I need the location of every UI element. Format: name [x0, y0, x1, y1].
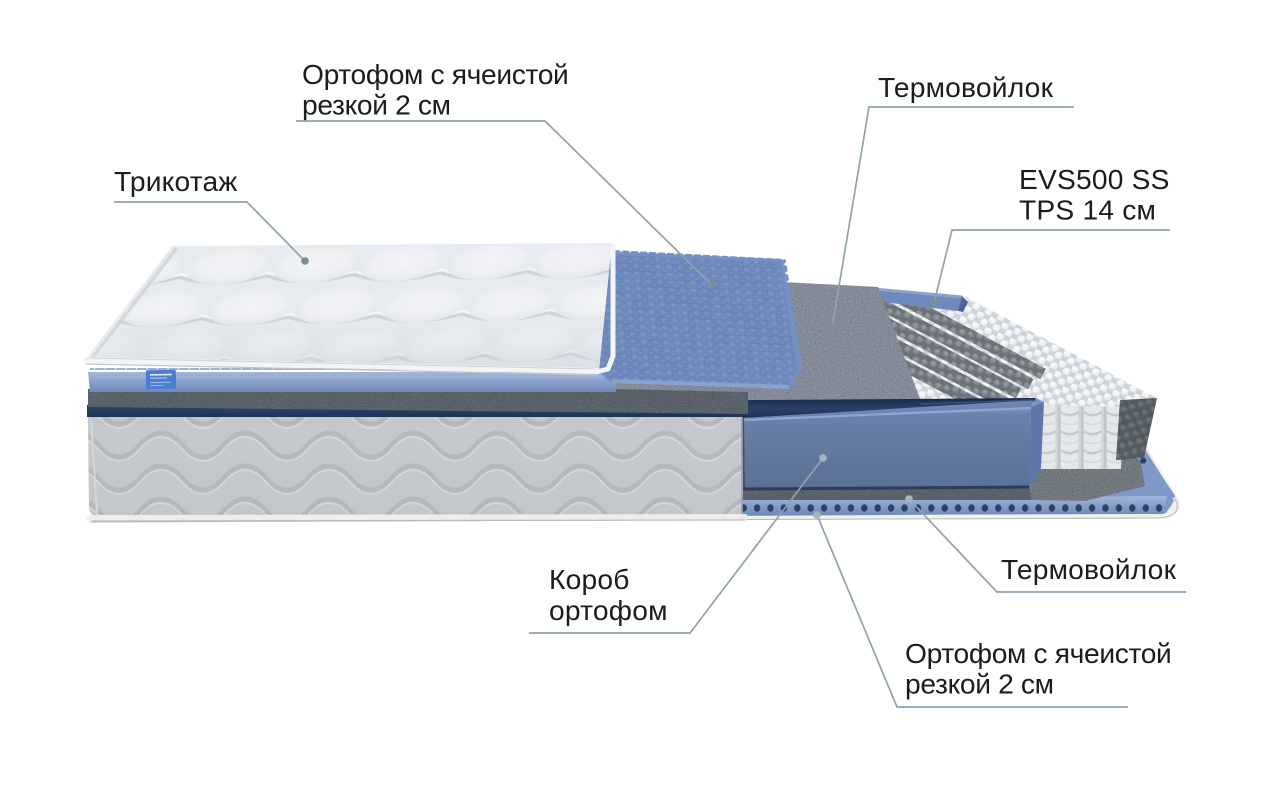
svg-text:ортофом: ортофом: [549, 594, 668, 626]
svg-text:резкой 2 см: резкой 2 см: [905, 668, 1054, 700]
svg-text:Термовойлок: Термовойлок: [1001, 553, 1177, 585]
svg-text:Короб: Короб: [549, 563, 630, 595]
svg-text:TPS 14 см: TPS 14 см: [1019, 194, 1156, 226]
svg-text:Термовойлок: Термовойлок: [878, 71, 1054, 103]
svg-text:EVS500 SS: EVS500 SS: [1019, 163, 1170, 195]
svg-text:Трикотаж: Трикотаж: [114, 165, 238, 197]
svg-text:Ортофом с ячеистой: Ортофом с ячеистой: [302, 58, 568, 90]
svg-text:резкой 2 см: резкой 2 см: [302, 89, 451, 121]
svg-text:Ортофом с ячеистой: Ортофом с ячеистой: [905, 637, 1171, 669]
